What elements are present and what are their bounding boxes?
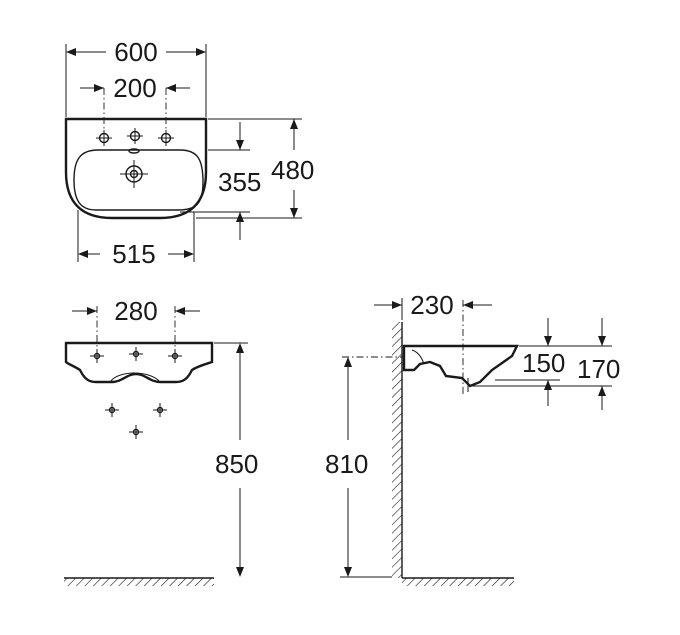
dim-height-to-bracket: 810 <box>325 449 368 479</box>
fixing-hole-center-icon <box>129 347 143 361</box>
basin-top-outline <box>64 117 208 220</box>
side-floor-hatch <box>402 578 514 586</box>
fixing-hole-left-icon <box>90 349 104 363</box>
floor-hatch <box>64 578 214 586</box>
dim-bottom-width: 515 <box>112 239 155 269</box>
basin-bowl-outline <box>73 149 204 211</box>
dim-fixing-spacing: 280 <box>114 296 157 326</box>
dim-tap-hole-spacing: 200 <box>113 73 156 103</box>
dim-height-to-rim: 850 <box>215 449 258 479</box>
top-view: 600 200 355 480 515 <box>64 37 314 269</box>
fixing-hole-right-icon <box>168 349 182 363</box>
basin-side-outline <box>402 344 519 388</box>
wall-fixing-left-icon <box>105 403 119 417</box>
dim-wall-projection: 230 <box>410 290 453 320</box>
wall-fixing-right-icon <box>153 403 167 417</box>
tap-hole-left-icon <box>96 130 112 146</box>
dim-basin-height: 170 <box>577 354 620 384</box>
overflow-icon <box>128 148 140 154</box>
front-view: 280 850 <box>64 296 258 586</box>
dim-depth-inner: 355 <box>218 167 261 197</box>
wall-hatch <box>392 322 402 578</box>
side-view: 230 150 170 810 <box>325 290 620 586</box>
dim-width-overall: 600 <box>114 37 157 67</box>
tap-hole-right-icon <box>158 130 174 146</box>
dim-bowl-depth: 150 <box>522 348 565 378</box>
drain-icon <box>120 160 148 188</box>
tap-hole-center-icon <box>127 128 143 144</box>
basin-front-outline <box>64 341 214 384</box>
dim-depth-overall: 480 <box>271 155 314 185</box>
wall-fixing-bottom-icon <box>129 425 143 439</box>
